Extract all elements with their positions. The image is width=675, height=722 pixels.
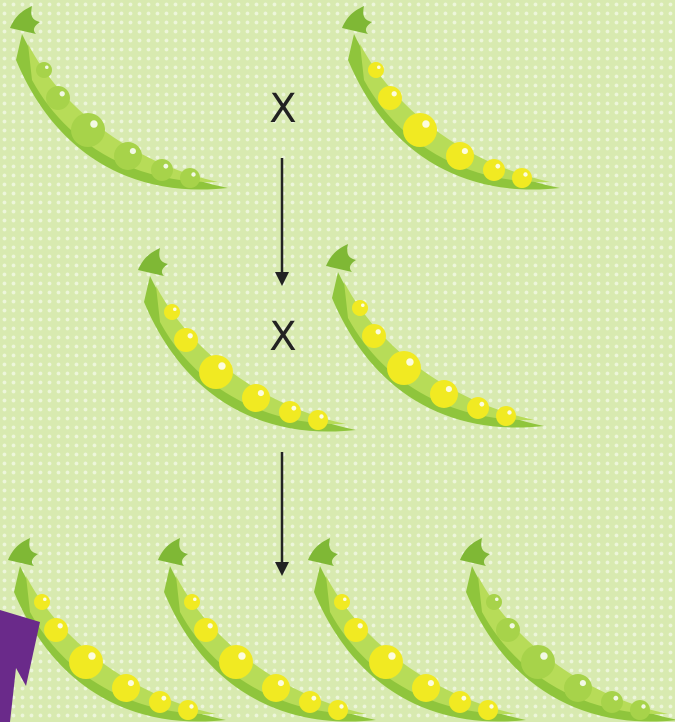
pea <box>114 142 142 170</box>
pea <box>308 410 328 430</box>
pea <box>446 142 474 170</box>
pea <box>334 594 350 610</box>
pea <box>378 86 402 110</box>
pea <box>486 594 502 610</box>
pea <box>368 62 384 78</box>
pea <box>387 351 421 385</box>
pea <box>496 618 520 642</box>
pea <box>149 691 171 713</box>
pea <box>262 674 290 702</box>
pea <box>344 618 368 642</box>
down-arrow-icon <box>275 158 289 286</box>
pea <box>362 324 386 348</box>
pea <box>34 594 50 610</box>
pea <box>219 645 253 679</box>
pea <box>164 304 180 320</box>
pea <box>184 594 200 610</box>
cross-symbol-f1: X <box>269 314 296 360</box>
pea <box>601 691 623 713</box>
pea <box>194 618 218 642</box>
pea <box>299 691 321 713</box>
pea <box>478 700 498 720</box>
pea <box>69 645 103 679</box>
pea <box>328 700 348 720</box>
pea <box>36 62 52 78</box>
pea <box>564 674 592 702</box>
pea <box>449 691 471 713</box>
pea <box>279 401 301 423</box>
pea-pod-icon <box>342 6 560 190</box>
pea <box>151 159 173 181</box>
pea <box>512 168 532 188</box>
pointer-arrow-icon <box>0 610 40 722</box>
pea <box>467 397 489 419</box>
pea <box>430 380 458 408</box>
pea <box>483 159 505 181</box>
pea <box>403 113 437 147</box>
pea <box>199 355 233 389</box>
pea <box>412 674 440 702</box>
pods-layer <box>8 6 675 722</box>
pea <box>242 384 270 412</box>
pea <box>178 700 198 720</box>
pea <box>630 700 650 720</box>
pea <box>496 406 516 426</box>
pea <box>521 645 555 679</box>
pea <box>369 645 403 679</box>
pea-pod-icon <box>10 6 228 190</box>
pea-pod-icon <box>326 244 544 428</box>
pea-pod-icon <box>138 248 356 432</box>
pea <box>46 86 70 110</box>
pea <box>112 674 140 702</box>
pea <box>180 168 200 188</box>
pea <box>44 618 68 642</box>
cross-symbol-parents: X <box>269 86 296 132</box>
down-arrow-icon <box>275 452 289 576</box>
pea <box>71 113 105 147</box>
pea-pod-icon <box>460 538 675 722</box>
pea <box>352 300 368 316</box>
pea <box>174 328 198 352</box>
